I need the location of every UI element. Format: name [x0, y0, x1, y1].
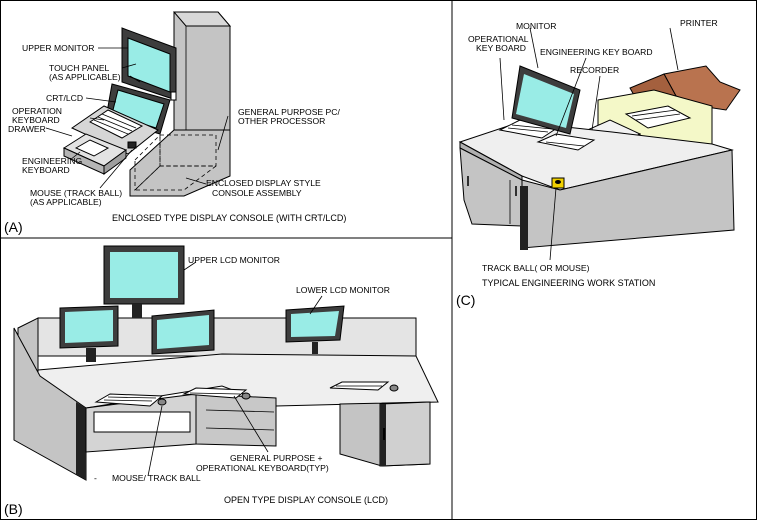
label-engineering-keyboard-line2: KEYBOARD — [22, 165, 70, 175]
label-recorder: RECORDER — [570, 65, 619, 75]
label-touch-panel-line2: (AS APPLICABLE) — [49, 72, 121, 82]
panel-b-monitors — [59, 245, 345, 362]
label-mouse-trackball: MOUSE/ TRACK BALL — [112, 473, 201, 483]
label-monitor: MONITOR — [516, 21, 556, 31]
panel-c-leaders — [499, 27, 679, 261]
label-mouse-trackball-line1: MOUSE (TRACK BALL) — [30, 188, 122, 198]
panel-b-letter: (B) — [4, 501, 23, 517]
label-engineering-keyboard-line1: ENGINEERING — [22, 156, 82, 166]
panel-a-console — [62, 11, 232, 197]
label-general-purpose-keyboard-line1: GENERAL PURPOSE + — [230, 453, 323, 463]
panel-c-letter: (C) — [456, 292, 475, 308]
label-touch-panel-line1: TOUCH PANEL — [49, 63, 110, 73]
label-printer: PRINTER — [680, 18, 718, 28]
label-general-purpose-pc-line1: GENERAL PURPOSE PC/ — [238, 107, 340, 117]
label-dash: - — [94, 473, 97, 483]
label-operation-keyboard-line2: KEYBOARD — [12, 115, 60, 125]
panel-a-leaders — [45, 47, 229, 189]
label-general-purpose-keyboard-line2: OPERATIONAL KEYBOARD(TYP) — [196, 463, 329, 473]
panel-b-caption: OPEN TYPE DISPLAY CONSOLE (LCD) — [224, 495, 388, 505]
label-crt-lcd: CRT/LCD — [46, 93, 83, 103]
panel-c-workstation — [458, 65, 741, 250]
label-mouse-trackball-line2: (AS APPLICABLE) — [30, 197, 102, 207]
label-operational-keyboard-line1: OPERATIONAL — [468, 34, 529, 44]
panel-b-keyboards — [94, 381, 399, 407]
label-drawer: DRAWER — [8, 124, 46, 134]
label-general-purpose-pc-line2: OTHER PROCESSOR — [238, 116, 325, 126]
panel-c-caption: TYPICAL ENGINEERING WORK STATION — [482, 278, 655, 288]
label-trackball-or-mouse: TRACK BALL( OR MOUSE) — [482, 263, 590, 273]
label-enclosed-console-line2: CONSOLE ASSEMBLY — [212, 188, 302, 198]
label-lower-lcd-monitor: LOWER LCD MONITOR — [296, 285, 390, 295]
label-upper-lcd-monitor: UPPER LCD MONITOR — [188, 255, 280, 265]
panel-a-caption: ENCLOSED TYPE DISPLAY CONSOLE (WITH CRT/… — [112, 213, 346, 223]
panel-b-leaders — [147, 261, 323, 477]
panel-a-letter: (A) — [4, 219, 23, 235]
label-operation-keyboard-line1: OPERATION — [12, 106, 62, 116]
panel-b-console — [13, 317, 439, 481]
label-enclosed-console-line1: ENCLOSED DISPLAY STYLE — [206, 178, 321, 188]
label-operational-keyboard-line2: KEY BOARD — [476, 43, 526, 53]
label-engineering-keyboard: ENGINEERING KEY BOARD — [540, 47, 653, 57]
label-upper-monitor: UPPER MONITOR — [22, 43, 94, 53]
